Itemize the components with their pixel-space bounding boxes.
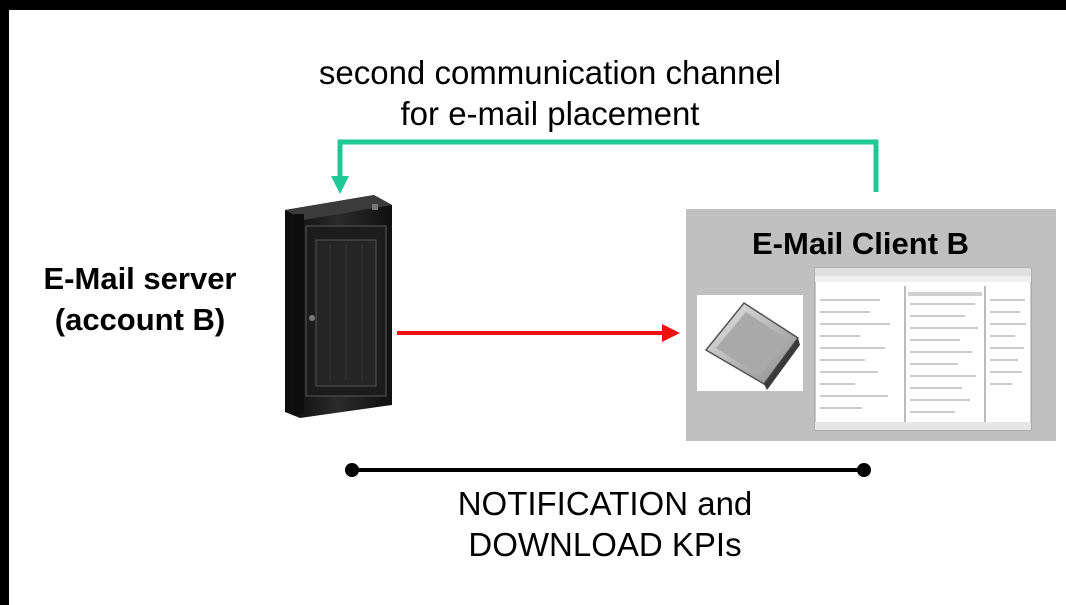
kpi-measurement-bar [345,463,871,477]
data-flow-arrow [397,324,680,342]
email-server-label-line1: E-Mail server [43,261,237,296]
second-channel-label-line1: second communication channel [318,54,782,91]
email-server-label-line2: (account B) [54,302,226,337]
kpi-label: NOTIFICATION and DOWNLOAD KPIs [395,483,815,565]
second-channel-label: second communication channel for e-mail … [300,52,800,134]
email-client-screenshot [814,267,1032,431]
second-channel-label-line2: for e-mail placement [400,95,700,132]
kpi-label-line1: NOTIFICATION and [457,485,753,522]
pc-card-modem-icon [697,295,803,391]
server-rack-icon [285,195,392,418]
kpi-label-line2: DOWNLOAD KPIs [468,526,742,563]
email-client-title: E-Mail Client B [752,226,970,261]
email-server-label: E-Mail server (account B) [10,258,270,340]
second-channel-arrow [331,139,879,194]
